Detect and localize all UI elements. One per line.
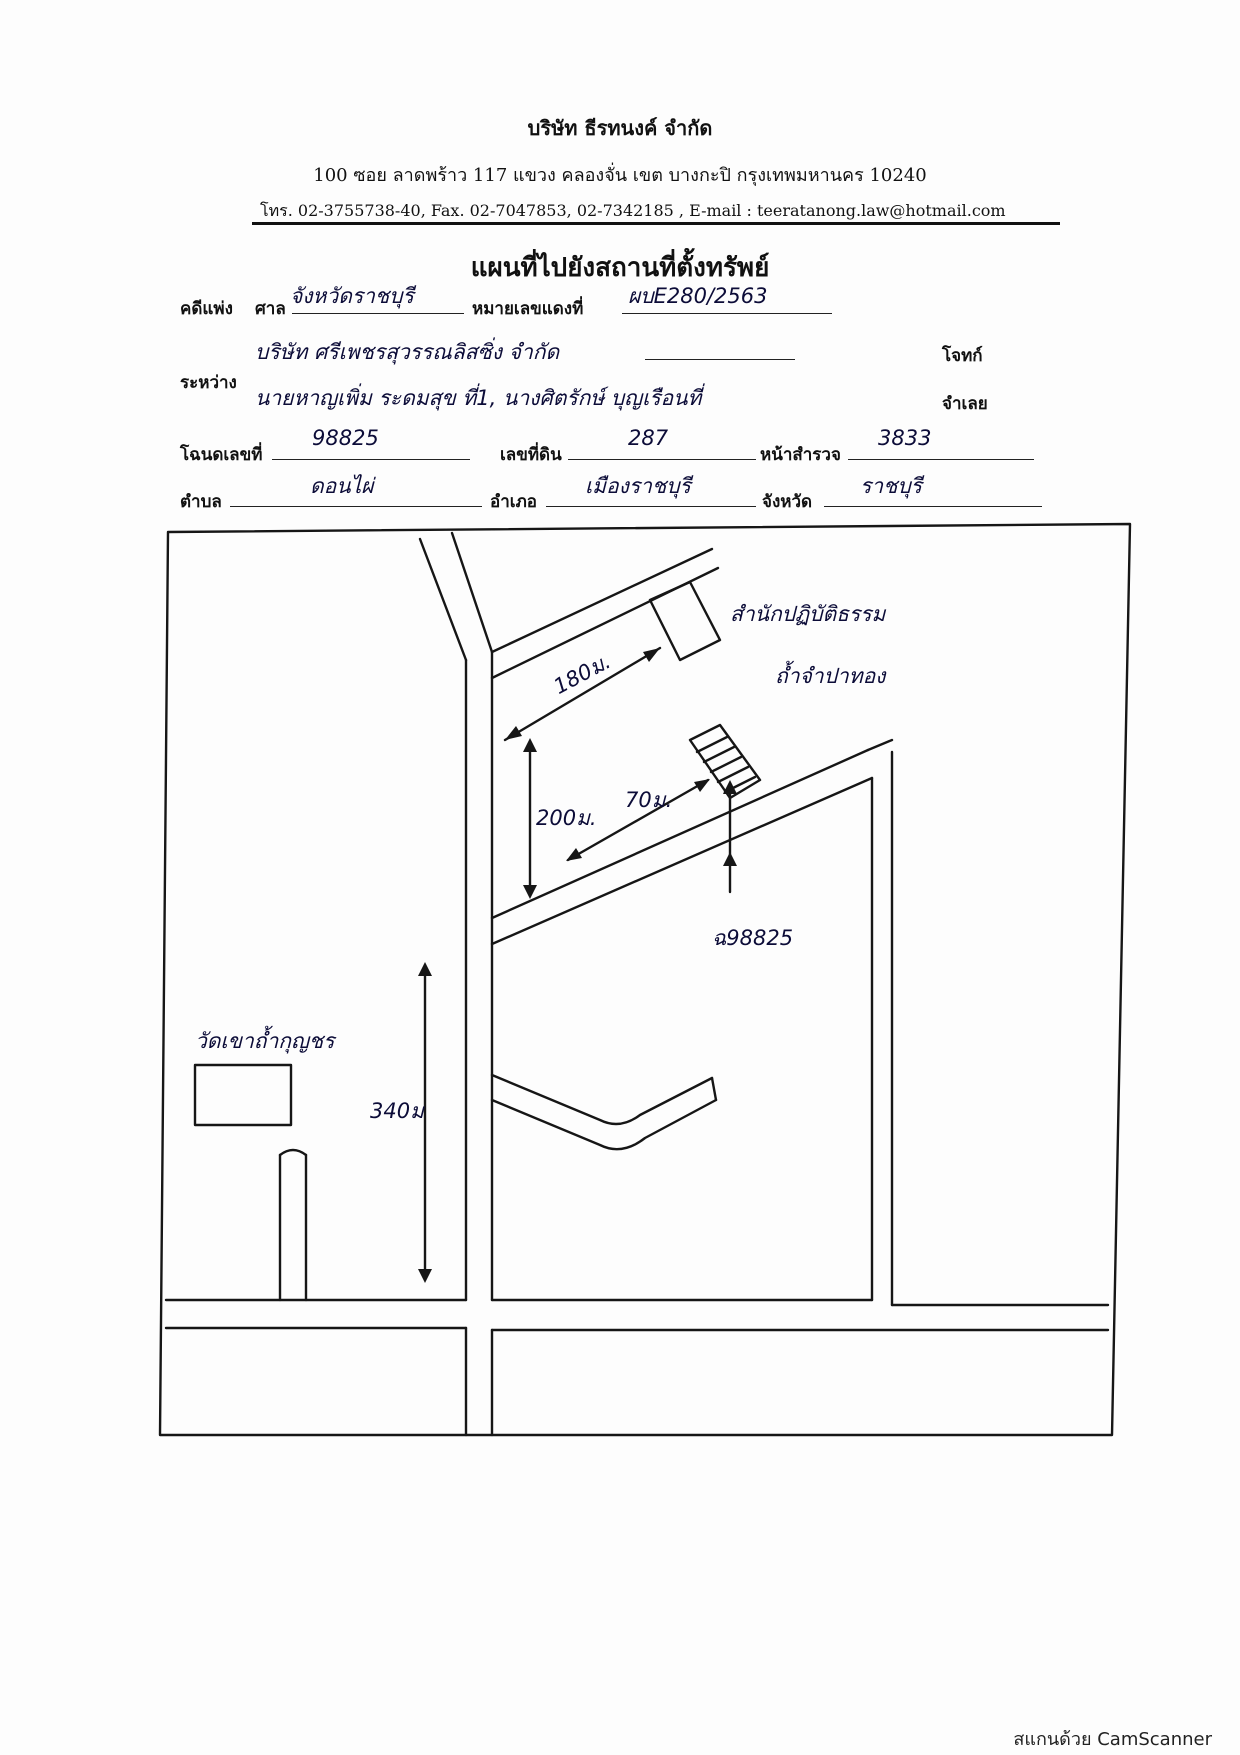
label-between: ระหว่าง bbox=[180, 373, 237, 393]
company-address: 100 ซอย ลาดพร้าว 117 แขวง คลองจั่น เขต บ… bbox=[313, 165, 927, 186]
subdistrict-value: ดอนไผ่ bbox=[310, 474, 374, 498]
map-label-200m: 200ม. bbox=[536, 806, 597, 830]
province-line bbox=[824, 506, 1042, 507]
land-number-line bbox=[568, 459, 756, 460]
title-deed-line bbox=[272, 459, 470, 460]
subdistrict-line bbox=[230, 506, 482, 507]
district-value: เมืองราชบุรี bbox=[585, 474, 691, 498]
map-label-340m: 340ม bbox=[370, 1099, 424, 1123]
court-value: จังหวัดราชบุรี bbox=[290, 284, 414, 308]
road-top-right-edge bbox=[450, 531, 494, 654]
map-label-temple: สำนักปฏิบัติธรรม bbox=[730, 602, 886, 626]
scanner-watermark: สแกนด้วย CamScanner bbox=[1013, 1729, 1212, 1750]
company-contact: โทร. 02-3755738-40, Fax. 02-7047853, 02-… bbox=[260, 201, 1006, 220]
soi-road-edge-b bbox=[490, 776, 874, 946]
map-label-landmark: วัดเขาถ้ำกุญชร bbox=[195, 1029, 335, 1053]
curved-lane-edge-b bbox=[490, 1098, 718, 1151]
label-red-case-number: หมายเลขแดงที่ bbox=[472, 299, 584, 319]
label-defendant: จำเลย bbox=[942, 394, 988, 414]
curved-lane-edge-a bbox=[490, 1073, 714, 1126]
label-district: อำเภอ bbox=[490, 492, 537, 512]
landmark-box bbox=[193, 1063, 293, 1127]
district-line bbox=[546, 506, 756, 507]
road-top-left-edge bbox=[418, 537, 468, 662]
header-rule bbox=[252, 222, 1060, 225]
plaintiff-value: บริษัท ศรีเพชรสุวรรณลิสซิ่ง จำกัด bbox=[255, 340, 560, 364]
title-deed-value: 98825 bbox=[312, 426, 379, 450]
defendant-value: นายหาญเพิ่ม ระดมสุข ที่1, นางศิตรักษ์ บุ… bbox=[255, 386, 702, 410]
soi-road-edge-a bbox=[490, 748, 870, 920]
curved-lane-end bbox=[710, 1076, 718, 1102]
plaintiff-line bbox=[645, 359, 795, 360]
label-land-number: เลขที่ดิน bbox=[500, 445, 562, 465]
map-label-deed: ฉ98825 bbox=[712, 926, 794, 950]
company-name: บริษัท ธีรทนงค์ จำกัด bbox=[527, 116, 713, 140]
province-value: ราชบุรี bbox=[860, 474, 922, 498]
map-frame bbox=[158, 522, 1132, 1437]
court-line bbox=[292, 313, 464, 314]
soi-road-end bbox=[866, 738, 894, 752]
label-civil-case: คดีแพ่ง bbox=[180, 299, 233, 319]
temple-building bbox=[648, 580, 722, 662]
red-case-value: ผบE280/2563 bbox=[628, 284, 768, 308]
target-plot bbox=[688, 723, 762, 800]
dimension-70m bbox=[566, 778, 710, 862]
label-court: ศาล bbox=[255, 299, 286, 319]
label-plaintiff: โจทก์ bbox=[942, 346, 983, 366]
branch-road-edge-a bbox=[490, 547, 714, 654]
label-title-deed: โฉนดเลขที่ bbox=[180, 445, 263, 465]
document-title: แผนที่ไปยังสถานที่ตั้งทรัพย์ bbox=[470, 253, 770, 283]
label-survey-page: หน้าสำรวจ bbox=[760, 445, 841, 465]
survey-page-line bbox=[848, 459, 1034, 460]
map-label-70m: 70ม. bbox=[625, 788, 673, 812]
map-label-temple-2: ถ้ำจำปาทอง bbox=[775, 664, 886, 688]
dimension-180m bbox=[503, 646, 662, 742]
red-case-line bbox=[622, 313, 832, 314]
label-province: จังหวัด bbox=[762, 492, 813, 512]
left-lane-end bbox=[278, 1148, 308, 1157]
survey-page-value: 3833 bbox=[878, 426, 932, 450]
label-subdistrict: ตำบล bbox=[180, 492, 222, 512]
land-number-value: 287 bbox=[628, 426, 669, 450]
